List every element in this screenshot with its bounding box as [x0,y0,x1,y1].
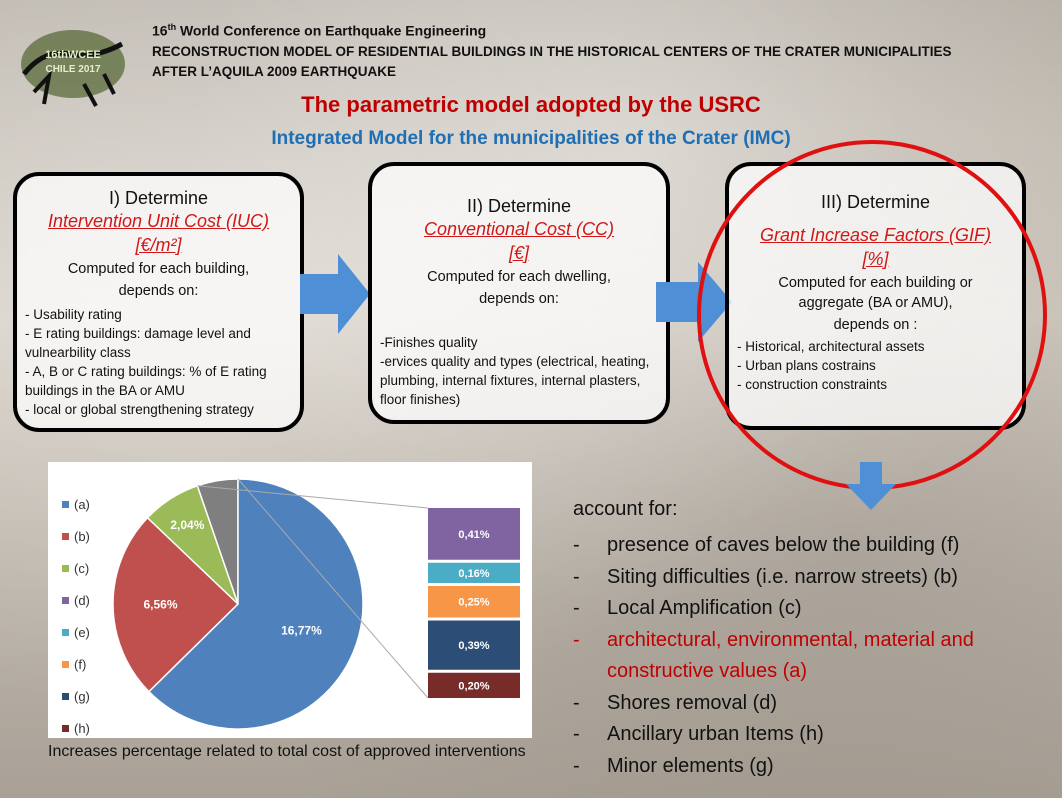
legend-label: (a) [74,497,90,512]
box-name: Intervention Unit Cost (IUC) [47,211,270,231]
box-heading: I) Determine [108,188,209,208]
breakdown-label: 0,20% [458,680,489,692]
legend-label: (f) [74,657,86,672]
breakdown-label: 0,16% [458,568,489,580]
bullet-dash: - [573,565,580,588]
chart-caption: Increases percentage related to total co… [48,743,526,760]
account-item-text: Local Amplification (c) [607,597,802,619]
account-item: - Siting difficulties (i.e. narrow street… [573,562,1033,594]
legend-label: (c) [74,561,89,576]
slice-label: 6,56% [143,598,177,612]
legend-swatch [62,565,69,572]
bullet-dash: - [573,754,580,777]
box-depends: depends on: [118,283,199,299]
chart-panel: (a) (b) (c) (d) (e) (f) (g) (h) 16,77% 6,56% 2,04%… [48,462,532,738]
account-item-text: presence of caves below the building (f) [607,534,960,556]
account-item-text: Siting difficulties (i.e. narrow streets… [607,565,958,588]
bullet-dash: - [573,628,580,651]
legend-swatch [62,501,69,508]
legend-swatch [62,629,69,636]
box-item: -ervices quality and types (electrical, … [380,354,650,407]
breakdown-label: 0,39% [458,640,489,652]
pie-slice [112,516,240,693]
account-item: - architectural, environmental, material … [573,625,1033,688]
breakdown-label: 0,41% [458,529,489,541]
legend-swatch [62,725,69,732]
logo-text-1: 16thWCEE [45,49,101,61]
box-item: - E rating buildings: damage level and v… [25,326,251,360]
legend-label: (g) [74,689,90,704]
box-item: - A, B or C rating buildings: % of E rat… [25,364,267,398]
box-computed: Computed for each building, [67,261,250,277]
breakdown-segment [428,562,520,583]
right-arrow-icon [300,254,370,334]
pie-slice [147,478,364,730]
legend-label: (b) [74,529,90,544]
connector-line [197,485,429,509]
account-list: - presence of caves below the building (f… [573,530,1033,782]
legend-swatch [62,661,69,668]
highlight-circle [697,140,1047,490]
box-unit: [€/m²] [135,235,182,255]
legend-label: (h) [74,721,90,736]
account-item: - Minor elements (g) [573,751,1033,783]
paper-title-line2: AFTER L’AQUILA 2009 EARTHQUAKE [152,64,397,79]
legend-swatch [62,597,69,604]
box-unit: [€] [508,243,529,263]
pie-chart: (a) (b) (c) (d) (e) (f) (g) (h) 16,77% 6,56% 2,04%… [62,478,520,736]
box-computed: Computed for each dwelling, [427,269,611,285]
account-item: - Shores removal (d) [573,688,1033,720]
bullet-dash: - [573,597,580,619]
breakdown-label: 0,25% [458,597,489,609]
account-item-text: Ancillary urban Items (h) [607,723,824,745]
account-item: - Ancillary urban Items (h) [573,719,1033,751]
bullet-dash: - [573,691,580,714]
account-item: - Local Amplification (c) [573,593,1033,625]
breakdown-segment [428,585,520,618]
wcee-logo: 16thWCEE CHILE 2017 [21,30,125,107]
account-item-text: Shores removal (d) [607,691,778,714]
slide-subtitle: Integrated Model for the municipalities … [271,128,791,149]
box-depends: depends on: [479,291,559,307]
account-item: - presence of caves below the building (f… [573,530,1033,562]
account-item-text: architectural, environmental, material a… [607,628,974,683]
slice-label: 2,04% [170,518,204,532]
box-item: -Finishes quality [380,335,478,350]
logo-text-2: CHILE 2017 [45,64,100,75]
bullet-dash: - [573,723,580,745]
account-item-text: Minor elements (g) [607,754,774,777]
box-iuc: I) Determine Intervention Unit Cost (IUC… [13,172,304,432]
breakdown-segment [428,508,520,560]
legend-label: (e) [74,625,90,640]
paper-title-line1: RECONSTRUCTION MODEL OF RESIDENTIAL BUIL… [152,44,952,59]
account-heading: account for: [573,498,678,520]
legend-swatch [62,533,69,540]
breakdown-segment [428,672,520,698]
conference-name: 16th World Conference on Earthquake Engi… [152,22,487,39]
box-cc: II) Determine Conventional Cost (CC) [€]… [368,162,670,424]
bullet-dash: - [573,534,580,556]
slice-label: 16,77% [281,624,322,638]
box-heading: II) Determine [466,196,572,216]
box-item: - Usability rating [25,307,122,322]
down-arrow-icon [846,462,896,510]
breakdown-segment [428,620,520,670]
slide-title: The parametric model adopted by the USRC [301,92,761,117]
box-item: - local or global strengthening strategy [25,402,254,417]
connector-line [237,478,429,699]
box-name: Conventional Cost (CC) [423,219,615,239]
legend-swatch [62,693,69,700]
legend-label: (d) [74,593,90,608]
